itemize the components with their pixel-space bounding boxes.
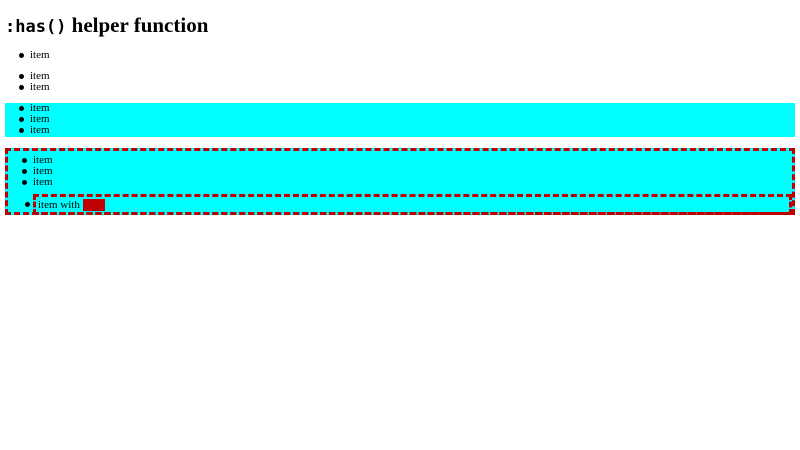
list-item: item [5,103,795,114]
list-item-with-span: item with span [25,194,792,215]
list-item: item [5,114,795,125]
list-item: item [0,71,800,82]
list-item: item [8,177,792,188]
list-item: item [0,50,800,61]
list-item: item [8,166,792,177]
page-title: :has() helper function [5,11,208,41]
list-item: item [0,82,800,93]
item-text: item with [38,199,83,211]
list-two-items: item item [0,71,800,93]
list-three-items-highlighted: item item item [5,103,795,137]
list-one-item: item [0,50,800,61]
list-item: item [5,125,795,136]
title-code: :has() [5,17,67,37]
red-span: span [82,199,105,211]
title-rest: helper function [66,13,209,37]
list-with-span-outlined: item item item item with span [5,148,795,215]
list-item: item [8,155,792,166]
